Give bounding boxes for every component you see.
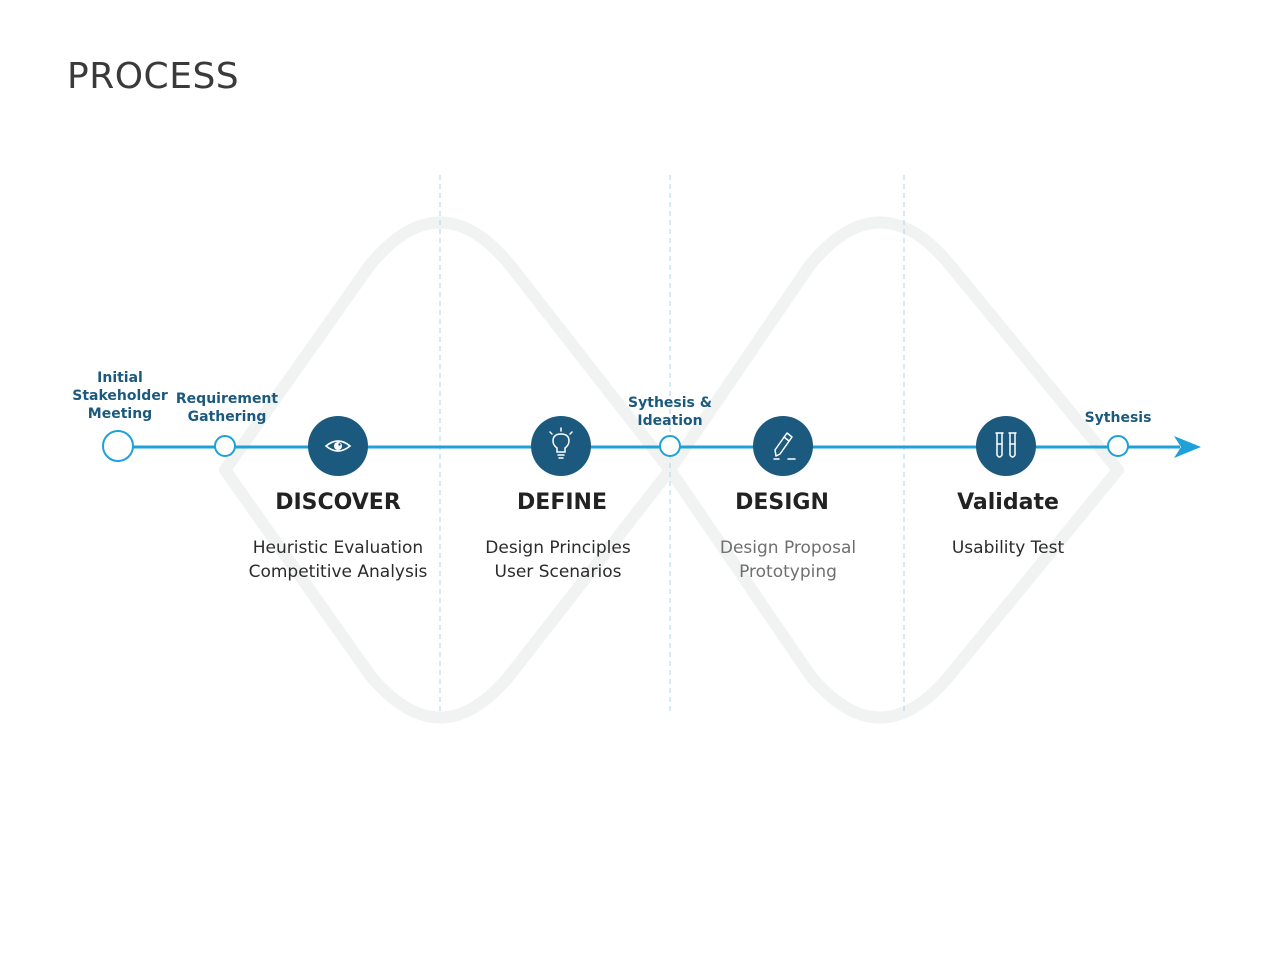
phase-title-design: DESIGN: [735, 490, 829, 515]
milestone-label-initial: Initial Stakeholder Meeting: [72, 369, 167, 423]
milestone-label-line: Gathering: [187, 409, 267, 425]
phase-title-validate: Validate: [957, 490, 1059, 515]
pencil-icon: [773, 432, 796, 460]
test-tubes-icon: [995, 432, 1017, 458]
milestone-node-requirement: [214, 435, 236, 457]
phase-node-design: [753, 416, 813, 476]
phase-item: Usability Test: [951, 538, 1065, 558]
milestone-label-line: Ideation: [637, 413, 703, 429]
phase-title-discover: DISCOVER: [275, 490, 401, 515]
milestone-label-line: Requirement: [175, 391, 279, 407]
milestone-node-synthesis: [1107, 435, 1129, 457]
phase-item: Prototyping: [739, 562, 837, 582]
milestone-label-requirement: Requirement Gathering: [176, 390, 278, 426]
page-title: PROCESS: [67, 56, 240, 97]
milestone-node-synthesis-ideation: [659, 435, 681, 457]
eye-icon: [324, 440, 352, 452]
milestone-label-line: Sythesis: [1084, 410, 1152, 426]
timeline-arrow-icon: [1174, 436, 1201, 458]
phase-items-design: Design Proposal Prototyping: [720, 536, 856, 584]
milestone-label-line: Sythesis &: [628, 395, 712, 411]
phase-item: Design Principles: [485, 538, 631, 558]
milestone-label-line: Stakeholder: [72, 388, 168, 404]
milestone-node-initial: [102, 430, 134, 462]
phase-title-define: DEFINE: [517, 490, 607, 515]
phase-node-validate: [976, 416, 1036, 476]
phase-item: User Scenarios: [494, 562, 622, 582]
milestone-label-synthesis: Sythesis: [1085, 409, 1152, 427]
phase-node-define: [531, 416, 591, 476]
phase-item: Design Proposal: [719, 538, 857, 558]
milestone-label-synthesis-ideation: Sythesis & Ideation: [628, 394, 712, 430]
phase-item: Heuristic Evaluation: [252, 538, 424, 558]
phase-items-define: Design Principles User Scenarios: [485, 536, 630, 584]
lightbulb-icon: [549, 427, 573, 459]
milestone-label-line: Initial: [97, 370, 143, 386]
phase-items-validate: Usability Test: [952, 536, 1064, 560]
phase-item: Competitive Analysis: [248, 562, 428, 582]
milestone-label-line: Meeting: [87, 406, 153, 422]
phase-items-discover: Heuristic Evaluation Competitive Analysi…: [249, 536, 428, 584]
double-diamond-wave: [219, 216, 1124, 724]
